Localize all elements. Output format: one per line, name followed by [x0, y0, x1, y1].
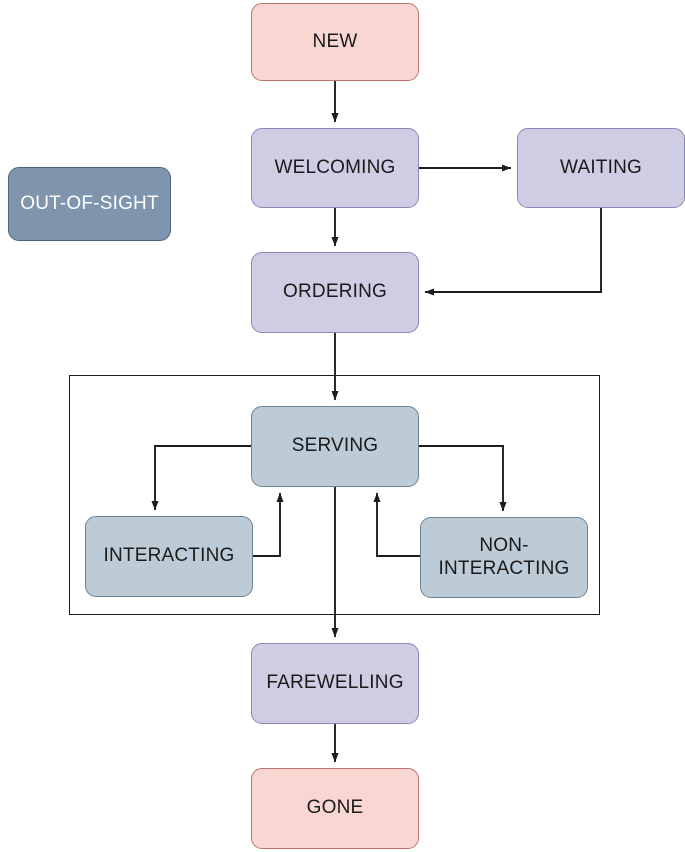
edge-waiting-to-ordering: [424, 208, 602, 296]
node-non-interacting[interactable]: NON- INTERACTING: [420, 517, 588, 598]
edge-serving-to-interacting: [151, 445, 251, 511]
edge-serving-to-non-interacting: [419, 445, 507, 512]
edge-interacting-to-serving: [253, 492, 284, 557]
node-farewelling[interactable]: FAREWELLING: [251, 643, 419, 724]
serving-group-container: [69, 375, 600, 615]
node-serving[interactable]: SERVING: [251, 406, 419, 487]
edge-non-interacting-to-serving: [373, 492, 420, 557]
node-out-of-sight[interactable]: OUT-OF-SIGHT: [8, 167, 171, 241]
node-ordering[interactable]: ORDERING: [251, 252, 419, 333]
node-new[interactable]: NEW: [251, 3, 419, 81]
node-waiting[interactable]: WAITING: [517, 128, 685, 208]
node-interacting[interactable]: INTERACTING: [85, 516, 253, 597]
node-gone[interactable]: GONE: [251, 768, 419, 849]
node-welcoming[interactable]: WELCOMING: [251, 128, 419, 208]
